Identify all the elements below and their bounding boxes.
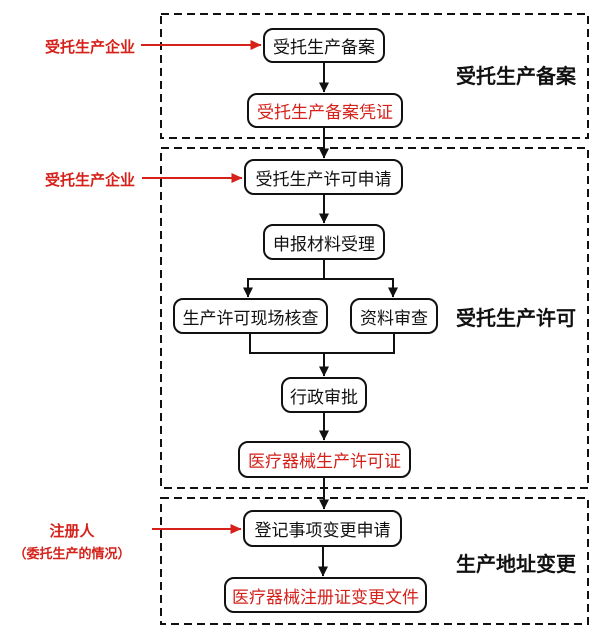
label-registrant: 注册人 （委托生产的情况） — [8, 520, 136, 562]
node-onsite-inspection: 生产许可现场核查 — [173, 298, 328, 334]
node-material-acceptance: 申报材料受理 — [263, 224, 385, 260]
section-frame-address-change — [160, 497, 589, 625]
node-change-application: 登记事项变更申请 — [243, 510, 402, 547]
label-registrant-main: 注册人 — [49, 523, 95, 540]
section-title-address-change: 生产地址变更 — [456, 554, 576, 576]
section-frame-license — [160, 147, 589, 489]
label-registrant-sub: （委托生产的情况） — [13, 546, 131, 561]
section-frame-filing — [160, 13, 589, 139]
node-document-review: 资料审查 — [350, 298, 438, 334]
label-entrusted-enterprise-license: 受托生产企业 — [44, 172, 135, 189]
node-administrative-approval: 行政审批 — [281, 377, 367, 413]
label-entrusted-enterprise-filing: 受托生产企业 — [44, 39, 135, 56]
section-title-filing: 受托生产备案 — [456, 66, 576, 88]
node-license-application: 受托生产许可申请 — [244, 159, 403, 195]
node-production-license: 医疗器械生产许可证 — [238, 441, 411, 478]
node-filing-certificate: 受托生产备案凭证 — [247, 93, 403, 128]
section-title-license: 受托生产许可 — [456, 308, 576, 330]
node-registration-change-document: 医疗器械注册证变更文件 — [224, 577, 427, 613]
node-entrusted-production-filing: 受托生产备案 — [263, 28, 385, 63]
